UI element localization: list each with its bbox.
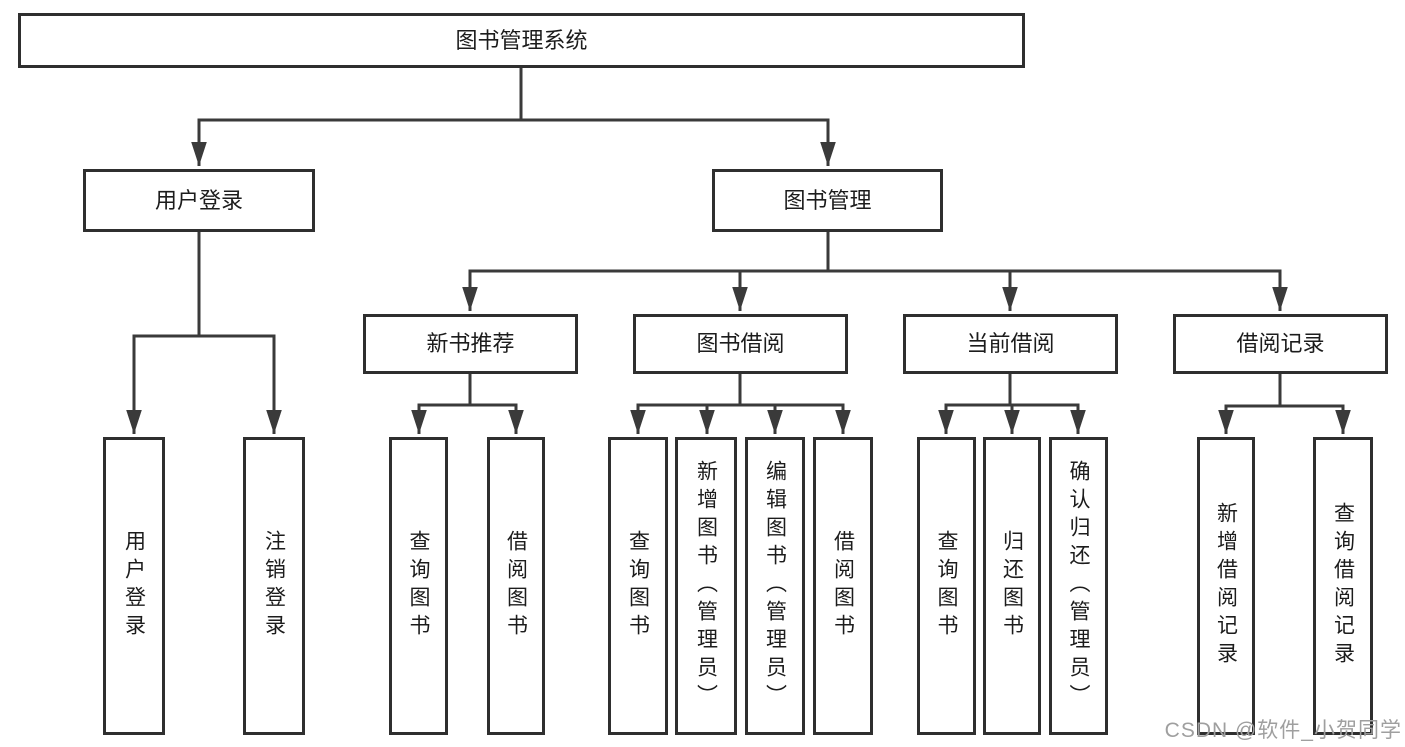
- leaf-user-login: 用户登录: [103, 437, 165, 735]
- leaf-label: 查询图书: [935, 530, 958, 642]
- leaf-add-book-admin: 新增图书（管理员）: [675, 437, 737, 735]
- node-current-borrowing: 当前借阅: [903, 314, 1118, 374]
- node-label: 图书管理: [783, 187, 872, 213]
- node-label: 新书推荐: [426, 331, 515, 356]
- leaf-label: 编辑图书（管理员）: [763, 460, 787, 712]
- node-book-borrowing: 图书借阅: [633, 314, 848, 374]
- leaf-label: 查询图书: [626, 530, 650, 642]
- leaf-edit-book-admin: 编辑图书（管理员）: [745, 437, 805, 735]
- leaf-label: 新增图书（管理员）: [694, 460, 718, 712]
- leaf-query-books-borrowing: 查询图书: [608, 437, 668, 735]
- leaf-label: 借阅图书: [504, 530, 528, 642]
- leaf-label: 新增借阅记录: [1214, 502, 1238, 670]
- leaf-label: 注销登录: [262, 530, 286, 642]
- node-label: 用户登录: [154, 187, 243, 213]
- leaf-label: 查询图书: [407, 530, 430, 642]
- leaf-logout-login: 注销登录: [243, 437, 305, 735]
- leaf-label: 归还图书: [1000, 530, 1024, 642]
- node-borrowing-records: 借阅记录: [1173, 314, 1388, 374]
- leaf-borrow-books-recommend: 借阅图书: [487, 437, 545, 735]
- leaf-label: 查询借阅记录: [1331, 502, 1355, 670]
- node-label: 图书管理系统: [455, 27, 588, 53]
- leaf-add-borrow-record: 新增借阅记录: [1197, 437, 1255, 735]
- leaf-query-books-recommend: 查询图书: [389, 437, 448, 735]
- leaf-query-borrow-record: 查询借阅记录: [1313, 437, 1373, 735]
- leaf-label: 用户登录: [122, 530, 146, 642]
- node-library-management-system: 图书管理系统: [18, 13, 1025, 68]
- leaf-label: 借阅图书: [831, 530, 855, 642]
- leaf-borrow-books-borrowing: 借阅图书: [813, 437, 873, 735]
- leaf-confirm-return-admin: 确认归还（管理员）: [1049, 437, 1108, 735]
- node-new-book-recommendation: 新书推荐: [363, 314, 578, 374]
- leaf-return-book: 归还图书: [983, 437, 1041, 735]
- node-label: 借阅记录: [1236, 331, 1325, 356]
- node-book-management: 图书管理: [712, 169, 943, 232]
- watermark: CSDN @软件_小贺同学: [1164, 719, 1402, 742]
- node-user-login: 用户登录: [83, 169, 315, 232]
- node-label: 图书借阅: [696, 331, 785, 356]
- leaf-label: 确认归还（管理员）: [1067, 460, 1090, 712]
- leaf-query-books-current: 查询图书: [917, 437, 976, 735]
- node-label: 当前借阅: [966, 331, 1055, 356]
